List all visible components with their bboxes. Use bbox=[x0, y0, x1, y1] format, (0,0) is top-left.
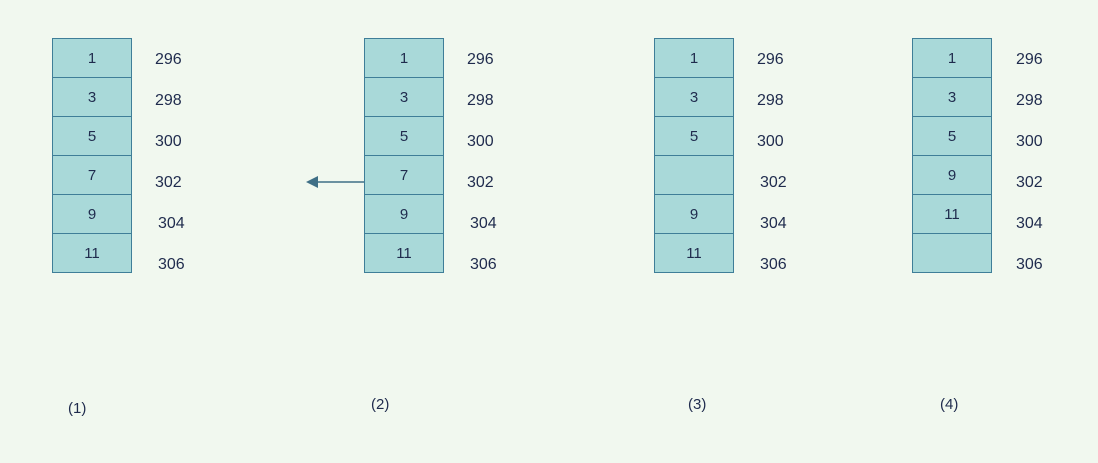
array-stack-1: 1 3 5 7 9 11 bbox=[52, 38, 132, 273]
array-cell: 9 bbox=[912, 155, 992, 195]
array-stack-2: 1 3 5 7 9 11 bbox=[364, 38, 444, 273]
panel-caption: (1) bbox=[68, 400, 87, 417]
address-label: 300 bbox=[1016, 133, 1043, 150]
panel-caption: (4) bbox=[940, 396, 959, 413]
address-label: 302 bbox=[467, 174, 494, 191]
array-cell: 7 bbox=[364, 155, 444, 195]
address-label: 296 bbox=[1016, 51, 1043, 68]
array-stack-3: 1 3 5 9 11 bbox=[654, 38, 734, 273]
address-label: 302 bbox=[760, 174, 787, 191]
address-label: 302 bbox=[155, 174, 182, 191]
array-cell: 11 bbox=[654, 233, 734, 273]
address-label: 296 bbox=[757, 51, 784, 68]
array-cell: 1 bbox=[654, 38, 734, 78]
address-label: 300 bbox=[757, 133, 784, 150]
panel-caption: (2) bbox=[371, 396, 390, 413]
array-cell: 5 bbox=[52, 116, 132, 156]
address-label: 298 bbox=[757, 92, 784, 109]
address-label: 300 bbox=[155, 133, 182, 150]
array-cell: 11 bbox=[364, 233, 444, 273]
address-label: 296 bbox=[467, 51, 494, 68]
array-cell: 7 bbox=[52, 155, 132, 195]
empty-array-cell bbox=[912, 233, 992, 273]
array-cell: 9 bbox=[364, 194, 444, 234]
array-cell: 11 bbox=[52, 233, 132, 273]
array-cell: 9 bbox=[52, 194, 132, 234]
address-label: 298 bbox=[467, 92, 494, 109]
address-label: 304 bbox=[1016, 215, 1043, 232]
address-label: 298 bbox=[1016, 92, 1043, 109]
address-label: 306 bbox=[760, 256, 787, 273]
address-label: 304 bbox=[470, 215, 497, 232]
address-label: 296 bbox=[155, 51, 182, 68]
array-cell: 11 bbox=[912, 194, 992, 234]
array-stack-4: 1 3 5 9 11 bbox=[912, 38, 992, 273]
address-label: 300 bbox=[467, 133, 494, 150]
array-cell: 3 bbox=[912, 77, 992, 117]
address-label: 302 bbox=[1016, 174, 1043, 191]
address-label: 306 bbox=[158, 256, 185, 273]
array-cell: 5 bbox=[912, 116, 992, 156]
address-label: 306 bbox=[470, 256, 497, 273]
array-cell: 1 bbox=[52, 38, 132, 78]
array-cell: 5 bbox=[364, 116, 444, 156]
array-cell: 1 bbox=[912, 38, 992, 78]
address-label: 304 bbox=[760, 215, 787, 232]
address-label: 304 bbox=[158, 215, 185, 232]
array-cell: 5 bbox=[654, 116, 734, 156]
address-label: 306 bbox=[1016, 256, 1043, 273]
panel-caption: (3) bbox=[688, 396, 707, 413]
empty-array-cell bbox=[654, 155, 734, 195]
address-label: 298 bbox=[155, 92, 182, 109]
